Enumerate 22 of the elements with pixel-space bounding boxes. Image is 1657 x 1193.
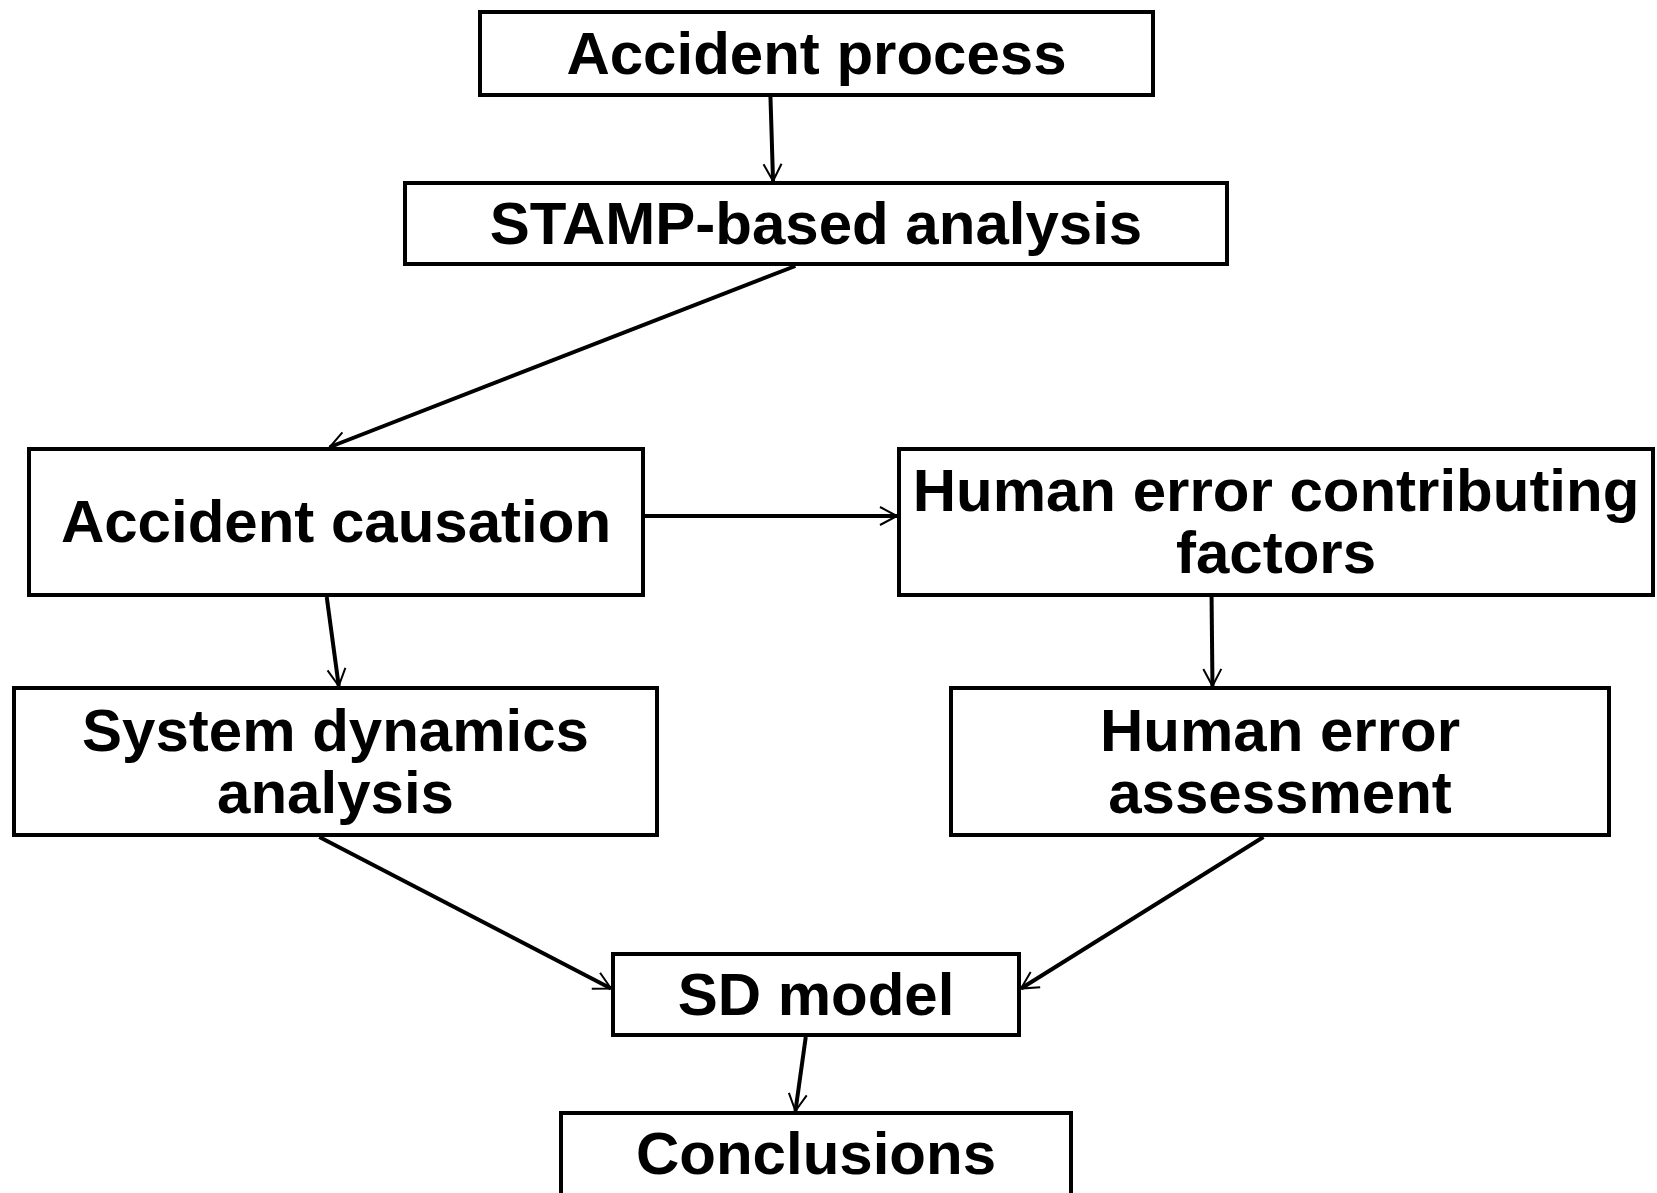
process-box <box>897 447 1655 597</box>
arrow <box>645 505 899 527</box>
box-label: Accident process <box>566 22 1067 85</box>
arrow <box>786 1036 809 1113</box>
process-box <box>403 181 1229 266</box>
process-box <box>559 1111 1073 1193</box>
process-box <box>611 952 1021 1037</box>
arrow <box>324 596 348 688</box>
box-label: Conclusions <box>636 1123 996 1185</box>
process-box <box>949 686 1611 837</box>
arrow <box>1201 596 1224 688</box>
box-label: Human error contributing factors <box>911 460 1641 584</box>
box-label: STAMP-based analysis <box>489 192 1143 255</box>
box-label: Human error assessment <box>1098 699 1462 824</box>
process-box <box>478 10 1155 97</box>
box-label: Accident causation <box>60 491 612 553</box>
box-label: SD model <box>677 963 955 1026</box>
arrow <box>318 835 613 991</box>
process-box <box>12 686 659 837</box>
box-label: System dynamics analysis <box>81 699 590 824</box>
arrow <box>761 96 784 183</box>
process-box <box>27 447 645 597</box>
